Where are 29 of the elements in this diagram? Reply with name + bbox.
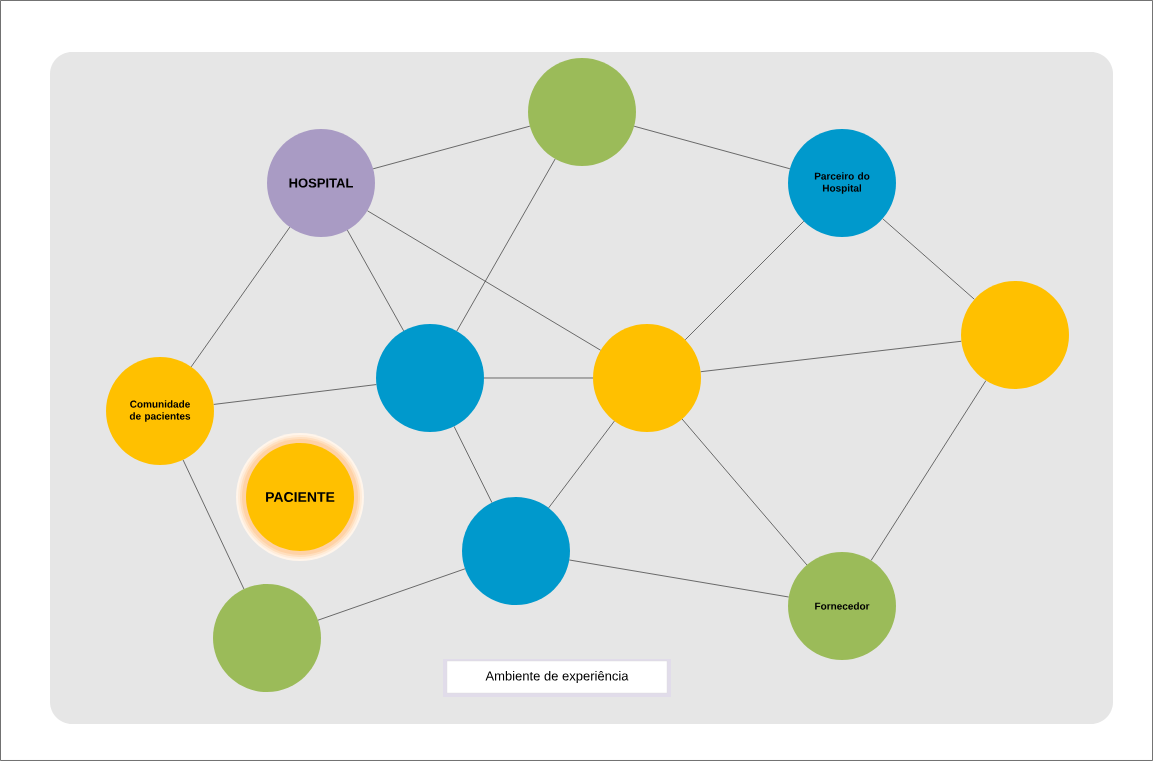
connector-line xyxy=(317,568,466,621)
connector-line xyxy=(372,125,531,170)
circle-node: Parceiro do Hospital xyxy=(788,129,896,237)
circle-node: HOSPITAL xyxy=(267,129,375,237)
circle-node: Fornecedor xyxy=(788,552,896,660)
circle-node xyxy=(593,324,701,432)
connector-line xyxy=(213,384,377,405)
connector-line xyxy=(456,158,556,332)
circle-node xyxy=(462,497,570,605)
circle-node xyxy=(376,324,484,432)
circle-node: Comunidade de pacientes xyxy=(106,357,214,465)
connector-line xyxy=(367,210,601,351)
connector-line xyxy=(483,377,594,379)
connector-line xyxy=(453,426,493,503)
connector-line xyxy=(182,459,245,590)
circle-node xyxy=(528,58,636,166)
circle-node xyxy=(213,584,321,692)
circle-node: PACIENTE xyxy=(236,433,364,561)
circle-node xyxy=(961,281,1069,389)
connector-line xyxy=(633,125,791,170)
connector-line xyxy=(870,380,987,561)
connector-line xyxy=(190,226,291,368)
connector-line xyxy=(684,220,805,341)
connector-line xyxy=(681,418,808,566)
connector-line xyxy=(347,229,404,332)
connector-line xyxy=(700,340,962,373)
connector-line xyxy=(882,218,975,300)
connector-line xyxy=(568,559,790,598)
connector-line xyxy=(548,420,615,509)
